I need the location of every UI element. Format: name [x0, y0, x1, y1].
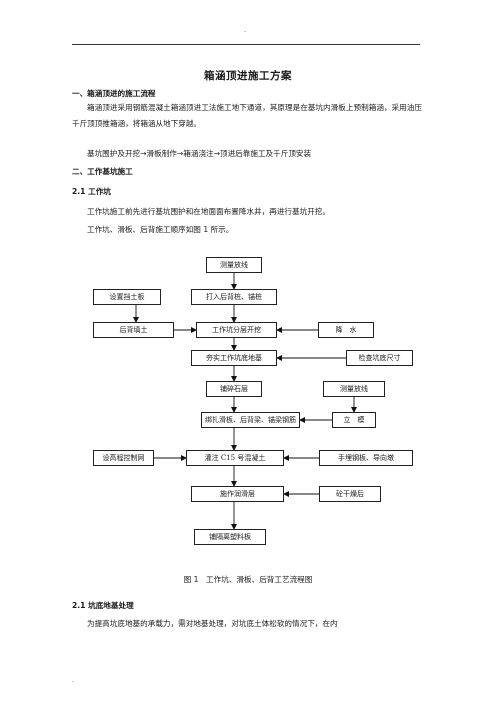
document-title: 箱涵顶进施工方案 — [204, 70, 292, 82]
flow-box-dewatering: 降 水 — [318, 322, 374, 338]
header-mark: . — [244, 26, 247, 34]
header-rule — [72, 44, 420, 45]
figure-caption: 图 1 工作坑、滑板、后背工艺流程图 — [183, 575, 313, 584]
section-1-paragraph-2: 基坑围护及开挖→滑板制作→箱涵浇注→顶进后靠施工及千斤顶安装 — [87, 149, 312, 158]
section-2-heading: 二、工作基坑施工 — [72, 167, 133, 176]
flow-box-survey-right: 测量放线 — [323, 381, 385, 397]
flow-box-retaining-plate: 设置挡土板 — [93, 289, 161, 305]
footer-mark: . — [72, 676, 75, 684]
section-2-2-paragraph: 为提高坑底地基的承载力，需对地基处理，对坑底土体松软的情况下，在内 — [87, 619, 338, 628]
flow-box-guide-piers: 手埋钢板、导向墩 — [319, 450, 413, 466]
flow-box-backfill: 后背填土 — [93, 322, 174, 338]
flow-box-pit-excavation: 工作坑分层开挖 — [196, 322, 277, 338]
section-2-1-paragraph-1: 工作坑施工前先进行基坑围护和在地面面布置降水井，再进行基坑开挖。 — [87, 207, 330, 216]
flow-box-drive-piles: 打入后背桩、锚桩 — [191, 289, 277, 305]
flow-box-formwork: 立 模 — [332, 412, 376, 428]
flow-box-survey-top: 测量放线 — [206, 257, 262, 273]
flow-box-lubricant: 施作润滑层 — [191, 486, 284, 502]
section-2-2-heading: 2.1 坑底地基处理 — [72, 601, 134, 610]
flow-box-compact-base: 夯实工作坑底地基 — [191, 350, 277, 366]
flow-box-gravel: 铺碎石层 — [206, 381, 262, 397]
section-1-paragraph-1: 箱涵顶进采用钢筋混凝土箱涵顶进工法施工地下通道，其原理是在基坑内滑板上预制箱涵，… — [72, 103, 422, 128]
section-1-heading: 一、箱涵顶进的施工流程 — [72, 89, 156, 98]
flow-box-pour-concrete: 灌注 C15 号混凝土 — [186, 450, 284, 466]
flow-box-rebar: 绑扎滑板、后背梁、锚梁钢筋 — [201, 412, 300, 428]
flow-box-isolation: 铺隔离塑料板 — [194, 529, 266, 545]
section-2-1-paragraph-2: 工作坑、滑板、后背施工顺序如图 1 所示。 — [87, 225, 234, 234]
flow-box-check-size: 检查坑底尺寸 — [346, 350, 413, 366]
flow-box-drying: 砼干燥后 — [319, 486, 381, 502]
section-2-1-heading: 2.1 工作坑 — [72, 187, 111, 196]
flow-box-elevation-grid: 设高程控制网 — [93, 450, 154, 466]
